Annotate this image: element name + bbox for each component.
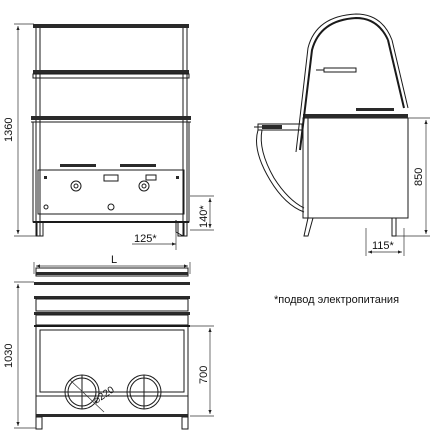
plan-depth-label: 1030 <box>3 344 15 368</box>
plan-view <box>14 262 214 430</box>
front-lower-offset-label: 125* <box>134 233 157 245</box>
power-supply-note: *подвод электропитания <box>274 294 400 306</box>
front-height-label: 1360 <box>3 118 15 142</box>
front-lower-height-label: 140* <box>198 205 210 228</box>
plan-width-label: L <box>111 254 117 266</box>
side-height-label: 850 <box>413 168 425 186</box>
side-offset-label: 115* <box>372 240 395 252</box>
side-view <box>254 13 430 256</box>
plan-inner-depth-label: 700 <box>198 366 210 384</box>
front-view <box>14 23 214 250</box>
